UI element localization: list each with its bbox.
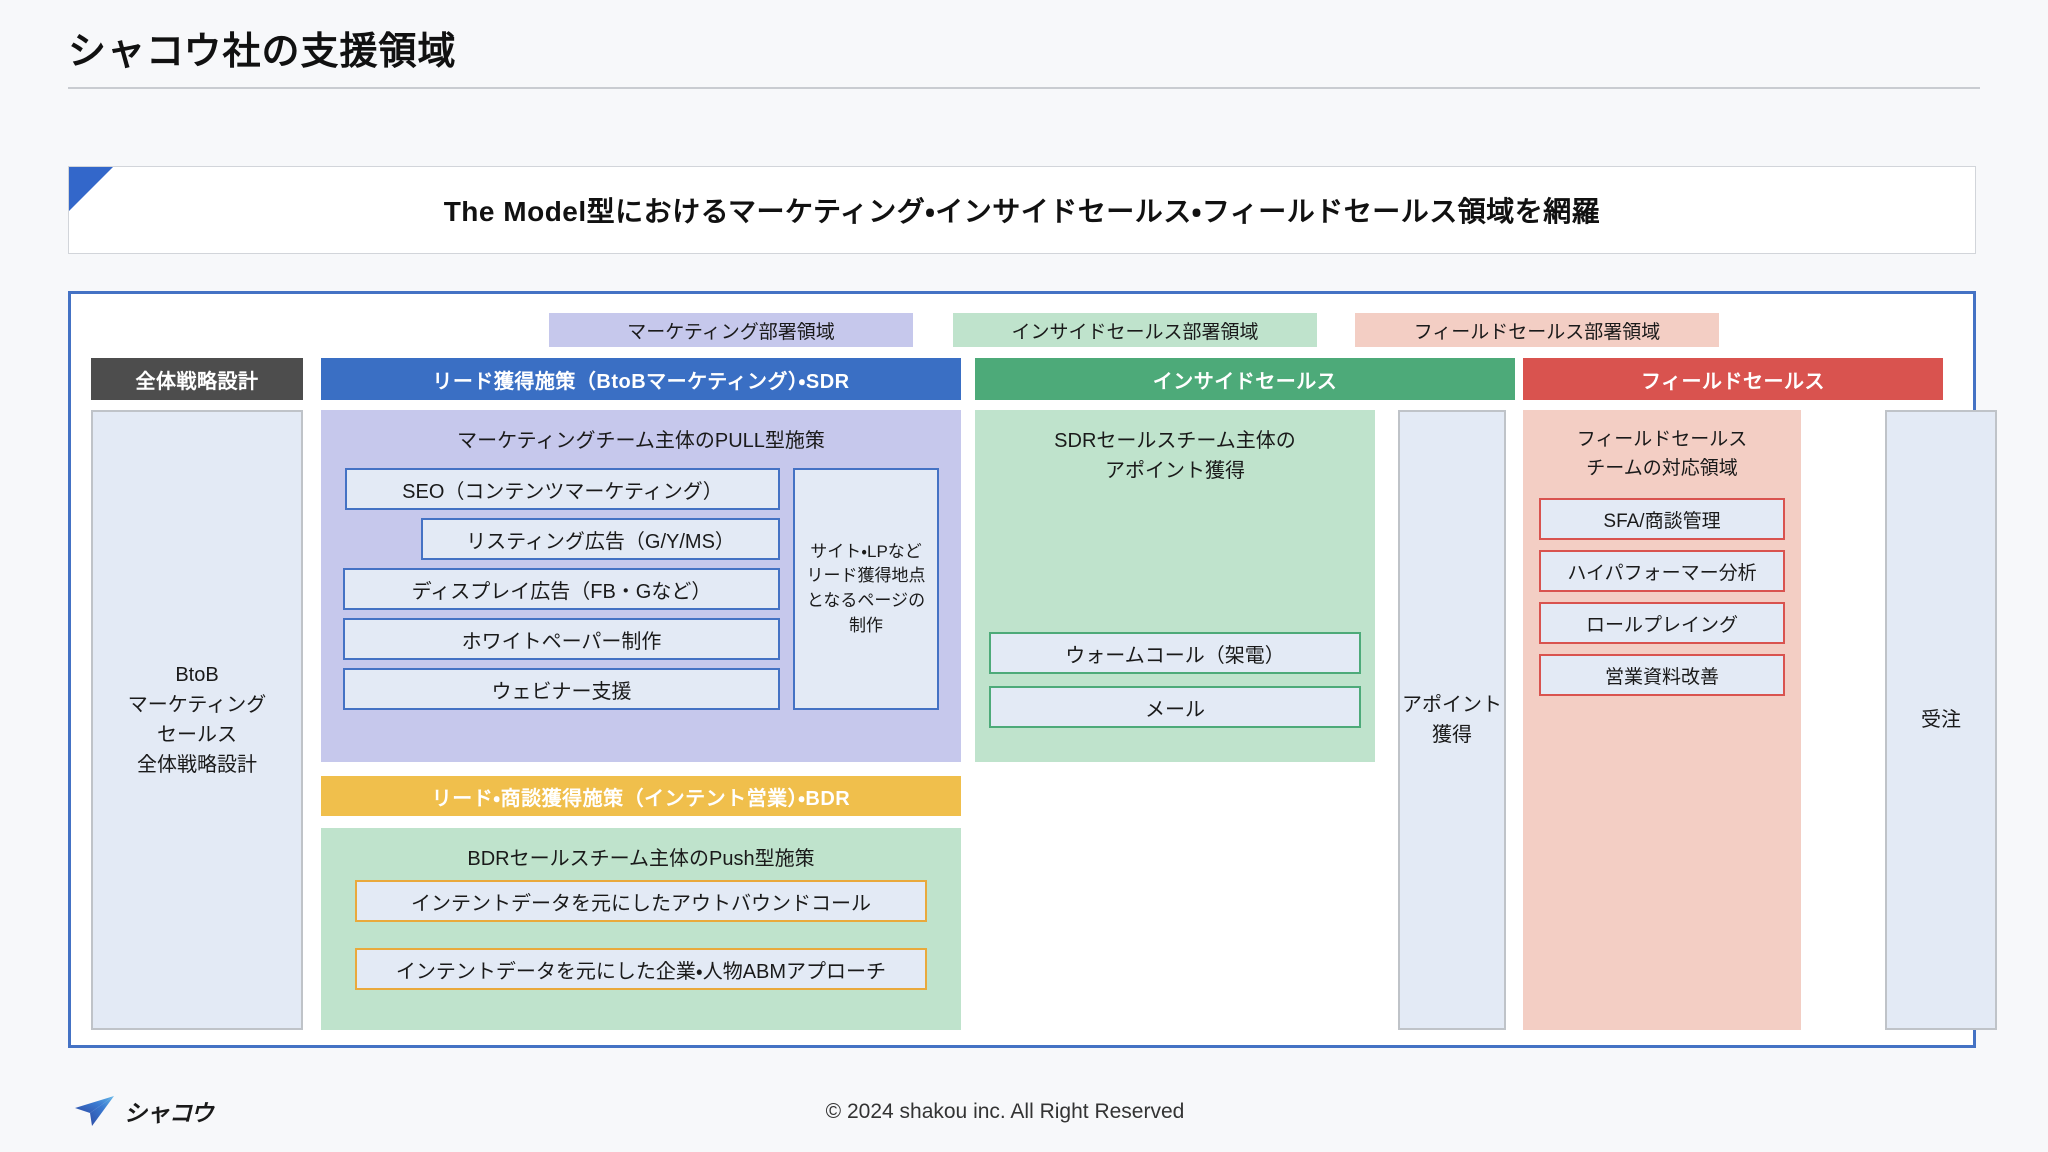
- paper-plane-icon: [75, 1096, 114, 1126]
- pull-strategy-block: マーケティングチーム主体のPULL型施策 SEO（コンテンツマーケティング） リ…: [321, 410, 961, 762]
- pull-item-seo[interactable]: SEO（コンテンツマーケティング）: [345, 468, 780, 510]
- header-field-sales: フィールドセールス: [1523, 358, 1943, 400]
- column-lead-acquisition: マーケティングチーム主体のPULL型施策 SEO（コンテンツマーケティング） リ…: [321, 410, 961, 1030]
- column-appointment: アポイント獲得: [1398, 410, 1506, 1030]
- pull-item-listing-ads[interactable]: リスティング広告（G/Y/MS）: [421, 518, 780, 560]
- copyright-text: © 2024 shakou inc. All Right Reserved: [825, 1100, 1185, 1123]
- field-sales-item-sales-material[interactable]: 営業資料改善: [1539, 654, 1785, 696]
- title-divider: [68, 87, 1980, 89]
- column-order-won: 受注: [1885, 410, 1997, 1030]
- field-sales-item-sfa[interactable]: SFA/商談管理: [1539, 498, 1785, 540]
- support-area-diagram: マーケティング部署領域 インサイドセールス部署領域 フィールドセールス部署領域 …: [68, 291, 1997, 1048]
- column-headers: 全体戦略設計 リード獲得施策（BtoBマーケティング）・SDR インサイドセール…: [71, 358, 1973, 400]
- column-inside-sales: SDRセールスチーム主体のアポイント獲得 ウォームコール（架電） メール: [975, 410, 1375, 762]
- corner-triangle-icon: [69, 167, 113, 211]
- subtitle-banner: The Model型におけるマーケティング・インサイドセールス・フィールドセール…: [68, 166, 1976, 254]
- page-footer: シャコウ © 2024 shakou inc. All Right Reserv…: [0, 1088, 2048, 1152]
- legend-item-marketing: マーケティング部署領域: [549, 313, 913, 347]
- field-sales-item-high-performer-analysis[interactable]: ハイパフォーマー分析: [1539, 550, 1785, 592]
- subtitle-text: The Model型におけるマーケティング・インサイドセールス・フィールドセール…: [443, 196, 1601, 227]
- field-sales-title: フィールドセールスチームの対応領域: [1576, 429, 1748, 479]
- bdr-section-bar: リード・商談獲得施策（インテント営業）・BDR: [321, 776, 961, 816]
- legend: マーケティング部署領域 インサイドセールス部署領域 フィールドセールス部署領域: [71, 313, 1973, 347]
- push-strategy-block: BDRセールスチーム主体のPush型施策 インテントデータを元にしたアウトバウン…: [321, 828, 961, 1030]
- inside-sales-item-warm-call[interactable]: ウォームコール（架電）: [989, 632, 1361, 674]
- push-item-outbound-call[interactable]: インテントデータを元にしたアウトバウンドコール: [355, 880, 927, 922]
- page-header: シャコウ社の支援領域: [68, 20, 1980, 89]
- pull-item-whitepaper[interactable]: ホワイトペーパー制作: [343, 618, 780, 660]
- pull-item-site-lp-production[interactable]: サイト・LPなどリード獲得地点となるページの制作: [793, 468, 939, 710]
- push-item-abm-approach[interactable]: インテントデータを元にした企業・人物ABMアプローチ: [355, 948, 927, 990]
- push-block-title: BDRセールスチーム主体のPush型施策: [467, 848, 815, 870]
- pull-block-title: マーケティングチーム主体のPULL型施策: [457, 430, 825, 452]
- header-lead-acquisition: リード獲得施策（BtoBマーケティング）・SDR: [321, 358, 961, 400]
- pull-item-display-ads[interactable]: ディスプレイ広告（FB・Gなど）: [343, 568, 780, 610]
- inside-sales-title: SDRセールスチーム主体のアポイント獲得: [1054, 430, 1296, 482]
- legend-item-inside-sales: インサイドセールス部署領域: [953, 313, 1317, 347]
- page-title: シャコウ社の支援領域: [68, 31, 457, 73]
- inside-sales-item-mail[interactable]: メール: [989, 686, 1361, 728]
- shakou-logo: シャコウ: [72, 1094, 214, 1128]
- logo-wordmark: シャコウ: [124, 1100, 214, 1126]
- header-overall-strategy: 全体戦略設計: [91, 358, 303, 400]
- pull-item-webinar[interactable]: ウェビナー支援: [343, 668, 780, 710]
- column-field-sales: フィールドセールスチームの対応領域 SFA/商談管理 ハイパフォーマー分析 ロー…: [1523, 410, 1801, 1030]
- header-inside-sales: インサイドセールス: [975, 358, 1515, 400]
- field-sales-item-role-playing[interactable]: ロールプレイング: [1539, 602, 1785, 644]
- legend-item-field-sales: フィールドセールス部署領域: [1355, 313, 1719, 347]
